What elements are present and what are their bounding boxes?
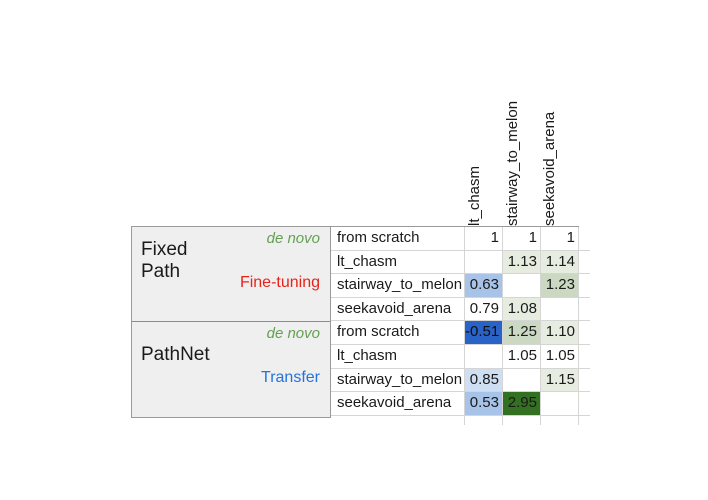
row-label: lt_chasm xyxy=(331,250,465,274)
tag-fine-tuning: Fine-tuning xyxy=(239,274,320,291)
table-cell xyxy=(541,392,579,415)
model-label-pathnet: PathNet xyxy=(141,344,210,365)
tag-de-novo-fixed-path: de novo xyxy=(266,230,320,247)
table-cell: 1 xyxy=(503,227,541,250)
table-cell: 1.13 xyxy=(503,250,541,274)
section-pathnet: PathNet de novo Transfer xyxy=(132,322,330,416)
table-cell xyxy=(503,415,541,425)
table-cell-spacer xyxy=(579,344,590,368)
table-cell xyxy=(503,368,541,392)
table-grid: Fixed Path de novo Fine-tuning PathNet d… xyxy=(132,227,590,425)
model-label-fixed-path: Fixed Path xyxy=(141,239,188,282)
tag-transfer: Transfer xyxy=(261,369,320,386)
table-cell-spacer xyxy=(579,297,590,321)
section-fixed-path: Fixed Path de novo Fine-tuning xyxy=(132,227,330,322)
row-label: seekavoid_arena xyxy=(331,392,465,415)
table-cell: 1.15 xyxy=(541,368,579,392)
row-label: lt_chasm xyxy=(331,344,465,368)
table-cell xyxy=(503,274,541,297)
row-label: seekavoid_arena xyxy=(331,297,465,321)
table-cell: 1 xyxy=(465,227,503,250)
table-cell: 0.79 xyxy=(465,297,503,321)
table-cell: 1.05 xyxy=(503,344,541,368)
table-cell: 0.53 xyxy=(465,392,503,415)
column-header-seekavoid-arena: seekavoid_arena xyxy=(541,111,558,226)
table-cell-spacer xyxy=(579,321,590,344)
results-table: Fixed Path de novo Fine-tuning PathNet d… xyxy=(131,226,590,425)
column-header-stairway-to-melon: stairway_to_melon xyxy=(504,100,521,226)
table-cell xyxy=(465,415,503,425)
table-cell xyxy=(541,415,579,425)
table-cell: 1.08 xyxy=(503,297,541,321)
table-cell: 1.14 xyxy=(541,250,579,274)
table-row-trailing xyxy=(331,415,590,425)
table-cell xyxy=(465,250,503,274)
table-left-label-panel: Fixed Path de novo Fine-tuning PathNet d… xyxy=(132,227,331,417)
table-cell: 0.85 xyxy=(465,368,503,392)
table-cell-spacer xyxy=(579,227,590,250)
row-label: stairway_to_melon xyxy=(331,368,465,392)
table-cell-spacer xyxy=(579,415,590,425)
table-cell: 1.23 xyxy=(541,274,579,297)
table-cell: 1 xyxy=(541,227,579,250)
column-header-lt-chasm: lt_chasm xyxy=(466,165,483,226)
table-cell: 2.95 xyxy=(503,392,541,415)
row-label: stairway_to_melon xyxy=(331,274,465,297)
table-cell xyxy=(541,297,579,321)
table-cell: 1.25 xyxy=(503,321,541,344)
table-cell-spacer xyxy=(579,274,590,297)
column-header-group: lt_chasm stairway_to_melon seekavoid_are… xyxy=(466,60,586,226)
table-cell xyxy=(465,344,503,368)
table-cell: -0.51 xyxy=(465,321,503,344)
table-cell: 1.05 xyxy=(541,344,579,368)
row-label: from scratch xyxy=(331,227,465,250)
table-cell-spacer xyxy=(579,368,590,392)
table-cell: 0.63 xyxy=(465,274,503,297)
row-label: from scratch xyxy=(331,321,465,344)
table-cell: 1.10 xyxy=(541,321,579,344)
row-label xyxy=(331,415,465,425)
tag-de-novo-pathnet: de novo xyxy=(266,325,320,342)
table-cell-spacer xyxy=(579,250,590,274)
table-cell-spacer xyxy=(579,392,590,415)
